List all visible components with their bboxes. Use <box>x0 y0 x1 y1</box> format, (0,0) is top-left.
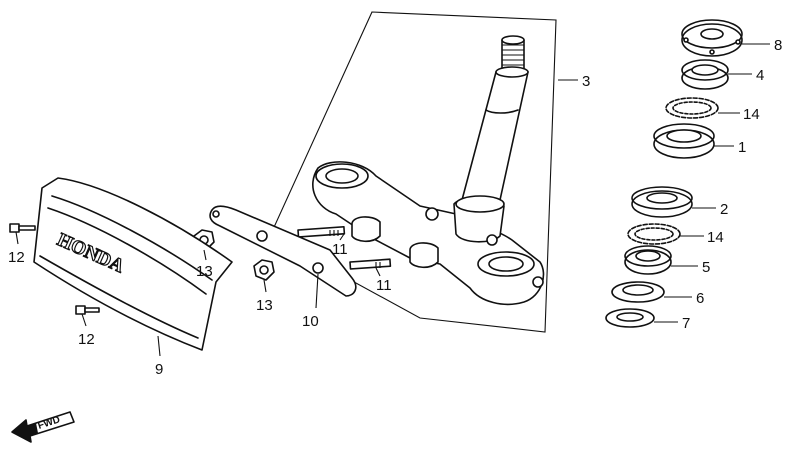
lower-bracket <box>312 161 545 306</box>
upper-inner-race <box>653 123 715 159</box>
callout-9: 9 <box>155 361 163 378</box>
lower-steel-balls <box>627 223 681 245</box>
callout-8: 8 <box>774 37 782 54</box>
callout-14-lower: 14 <box>707 229 724 246</box>
callout-3: 3 <box>582 73 590 90</box>
upper-outer-race <box>681 59 729 90</box>
callout-12-lower: 12 <box>78 331 95 348</box>
steering-stem <box>461 35 529 201</box>
callout-1: 1 <box>738 139 746 156</box>
lower-outer-race <box>631 186 693 218</box>
callout-11-upper: 11 <box>332 241 348 258</box>
callout-2: 2 <box>720 201 728 218</box>
emblem-bracket <box>209 205 357 297</box>
callout-4: 4 <box>756 67 764 84</box>
honda-emblem-plate: HONDA <box>33 177 233 351</box>
adjusting-nut <box>681 19 743 57</box>
callout-12-upper: 12 <box>8 249 25 266</box>
callout-10: 10 <box>302 313 319 330</box>
callout-13-upper: 13 <box>196 263 213 280</box>
stem-assembly-frame <box>269 11 557 333</box>
bolt-lower <box>349 258 392 270</box>
lower-inner-race <box>624 245 672 275</box>
bolt-upper <box>297 225 346 238</box>
screw-upper <box>9 223 36 233</box>
callout-11-lower: 11 <box>376 277 392 294</box>
callout-6: 6 <box>696 290 704 307</box>
callout-14-upper: 14 <box>743 106 760 123</box>
callout-5: 5 <box>702 259 710 276</box>
dust-seal-washer <box>605 308 655 328</box>
forward-arrow-icon: FWD <box>11 411 75 443</box>
screw-lower <box>75 305 100 315</box>
upper-steel-balls <box>665 97 719 119</box>
callout-13-lower: 13 <box>256 297 273 314</box>
nut-lower <box>253 259 275 281</box>
callout-7: 7 <box>682 315 690 332</box>
dust-seal <box>611 281 665 303</box>
